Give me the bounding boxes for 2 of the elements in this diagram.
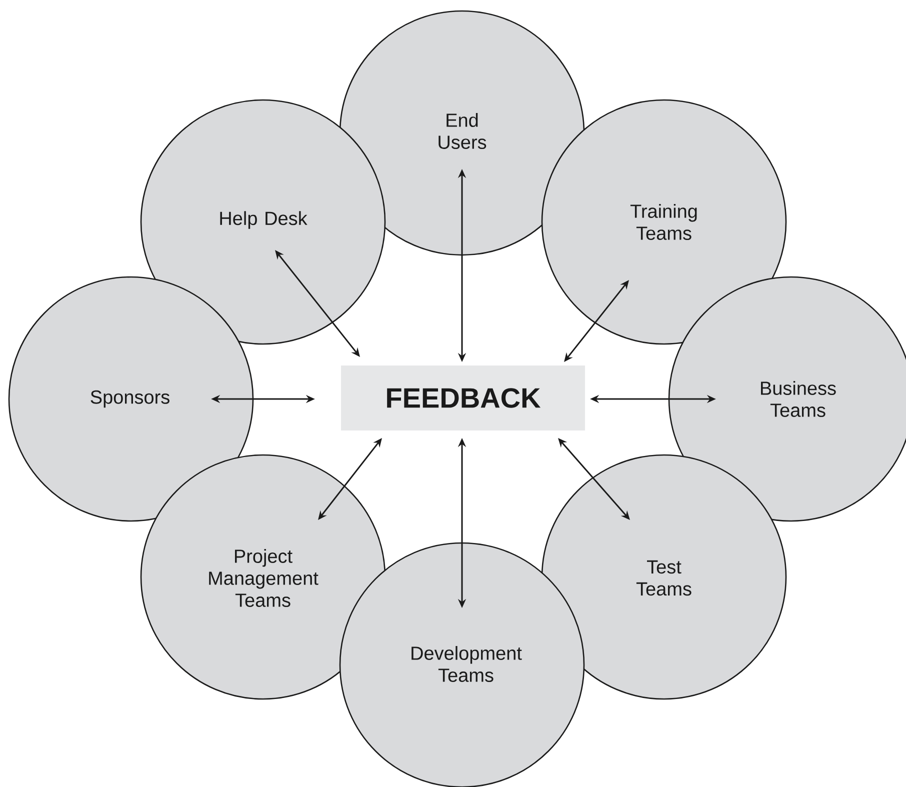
node-label: Business Teams <box>761 381 836 417</box>
feedback-box: FEEDBACK <box>341 366 585 430</box>
